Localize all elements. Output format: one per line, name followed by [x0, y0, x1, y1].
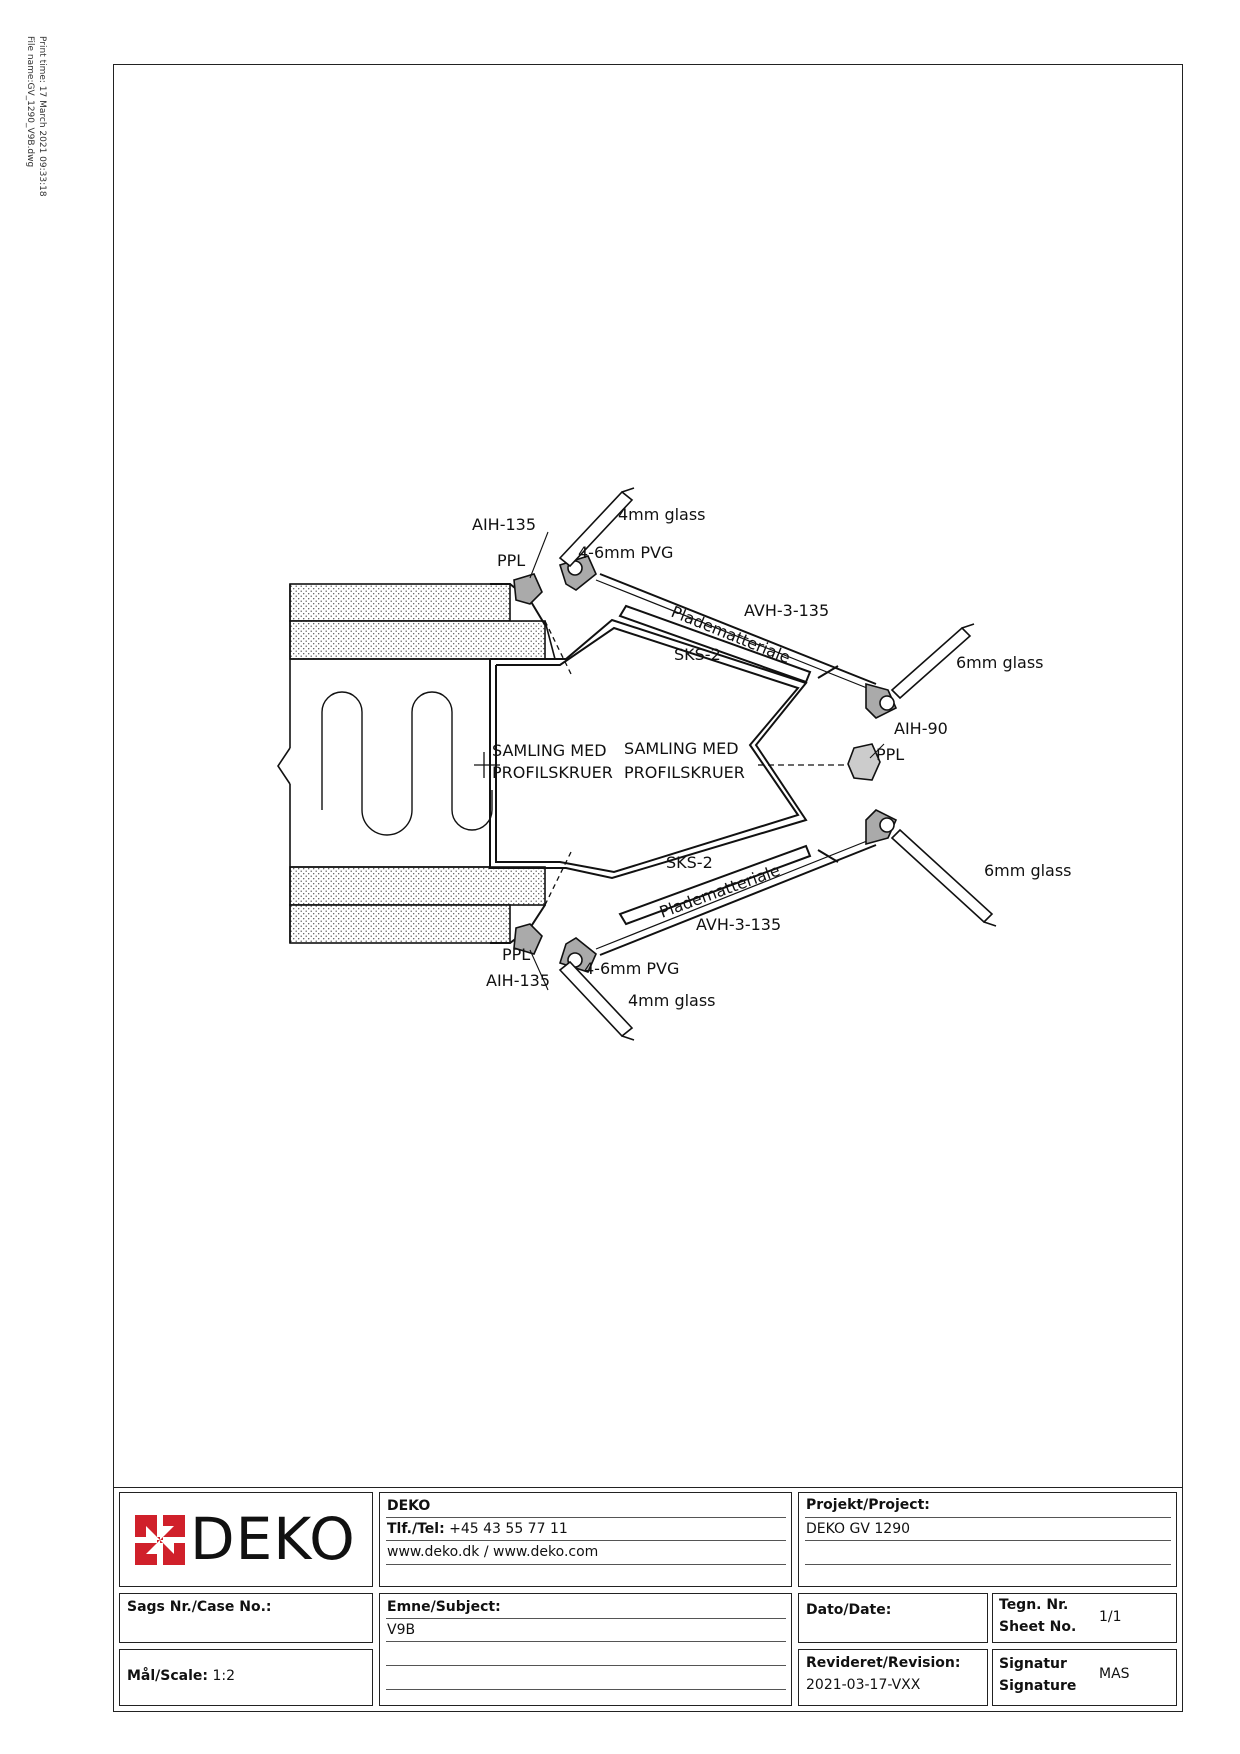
case-box: Sags Nr./Case No.:: [119, 1593, 373, 1643]
glass-panes: [558, 487, 997, 1041]
label-pvg-bottom: 4-6mm PVG: [584, 959, 679, 978]
scale-value: 1:2: [212, 1668, 235, 1684]
label-glass4-bottom: 4mm glass: [628, 991, 716, 1010]
sheet-label-2: Sheet No.: [999, 1619, 1077, 1635]
project-value: DEKO GV 1290: [806, 1521, 911, 1537]
label-samling-right-2: PROFILSKRUER: [624, 763, 745, 782]
project-box: Projekt/Project: DEKO GV 1290: [798, 1492, 1177, 1587]
label-glass6-top: 6mm glass: [956, 653, 1044, 672]
label-glass6-bottom: 6mm glass: [984, 861, 1072, 880]
label-ppl-top: PPL: [497, 551, 525, 570]
signature-label-2: Signature: [999, 1678, 1077, 1694]
tel-value: +45 43 55 77 11: [449, 1521, 568, 1537]
label-aih135-bottom: AIH-135: [486, 971, 550, 990]
company-name: DEKO: [387, 1498, 431, 1514]
sheet-box: Tegn. Nr. Sheet No. 1/1: [992, 1593, 1177, 1643]
signature-label-1: Signatur: [999, 1656, 1067, 1672]
label-sks-bottom: SKS-2: [666, 853, 713, 872]
corner-profile: [474, 573, 877, 956]
deko-logo-icon: [135, 1515, 185, 1565]
logo-text: DEKO: [190, 1505, 356, 1573]
subject-box: Emne/Subject: V9B: [379, 1593, 792, 1706]
scale-box: Mål/Scale: 1:2: [119, 1649, 373, 1706]
revision-value: 2021-03-17-VXX: [806, 1677, 921, 1693]
project-label: Projekt/Project:: [806, 1497, 930, 1513]
logo-box: DEKO: [119, 1492, 373, 1587]
label-aih90: AIH-90: [894, 719, 948, 738]
date-box: Dato/Date:: [798, 1593, 988, 1643]
label-avh-bottom: AVH-3-135: [696, 915, 781, 934]
label-ppl-right: PPL: [876, 745, 904, 764]
label-aih135-top: AIH-135: [472, 515, 536, 534]
subject-label: Emne/Subject:: [387, 1599, 501, 1615]
revision-label: Revideret/Revision:: [806, 1655, 961, 1671]
subject-value: V9B: [387, 1622, 416, 1638]
signature-value: MAS: [1099, 1666, 1130, 1682]
label-samling-right-1: SAMLING MED: [624, 739, 739, 758]
label-glass4-top: 4mm glass: [618, 505, 706, 524]
label-samling-left-1: SAMLING MED: [492, 741, 607, 760]
label-pvg-top: 4-6mm PVG: [578, 543, 673, 562]
revision-box: Revideret/Revision: 2021-03-17-VXX: [798, 1649, 988, 1706]
signature-box: Signatur Signature MAS: [992, 1649, 1177, 1706]
leader-lines: [529, 531, 885, 991]
web-link: www.deko.dk / www.deko.com: [387, 1544, 599, 1560]
drawing-frame: [113, 64, 1183, 1712]
label-samling-left-2: PROFILSKRUER: [492, 763, 613, 782]
date-label: Dato/Date:: [806, 1602, 892, 1618]
tel-label: Tlf./Tel:: [387, 1521, 445, 1537]
case-label: Sags Nr./Case No.:: [127, 1599, 272, 1615]
label-sks-top: SKS-2: [674, 645, 721, 664]
label-ppl-bottom: PPL: [502, 945, 530, 964]
label-avh-top: AVH-3-135: [744, 601, 829, 620]
company-box: DEKO Tlf./Tel: +45 43 55 77 11 www.deko.…: [379, 1492, 792, 1587]
scale-label: Mål/Scale:: [127, 1668, 209, 1684]
sheet-label-1: Tegn. Nr.: [999, 1597, 1069, 1613]
wall-section: [277, 583, 556, 944]
sheet-value: 1/1: [1099, 1609, 1122, 1625]
